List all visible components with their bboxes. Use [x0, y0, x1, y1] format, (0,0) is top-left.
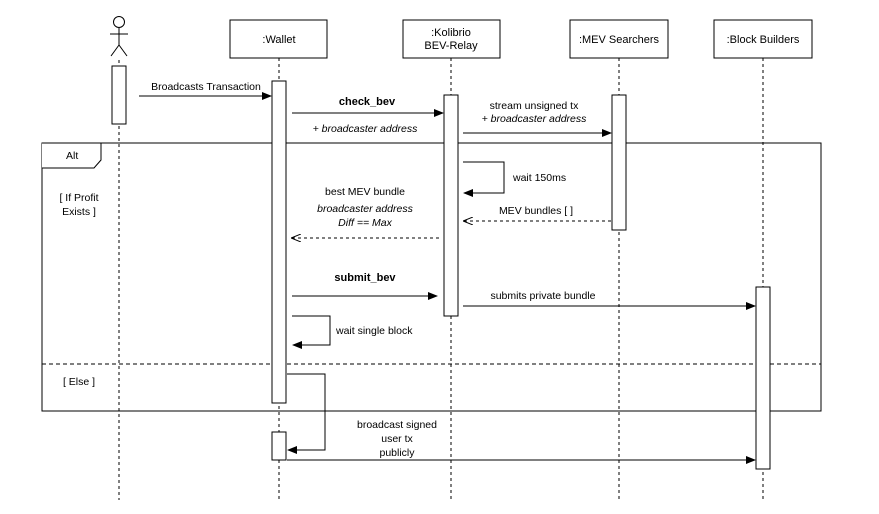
best-bundle-diff-label: Diff == Max — [338, 217, 392, 229]
relay-label-line1: :Kolibrio — [431, 27, 471, 39]
wallet-label: :Wallet — [262, 34, 295, 46]
guard-if-profit-line1: [ If Profit — [59, 192, 98, 204]
wait-150ms-arrow — [463, 161, 505, 197]
best-bundle-label: best MEV bundle — [325, 186, 405, 198]
wallet-activation-final — [271, 431, 287, 461]
check-bev-label: check_bev — [339, 96, 396, 108]
guard-else: [ Else ] — [63, 376, 95, 388]
user-actor-icon — [110, 16, 128, 57]
user-activation — [111, 65, 127, 125]
relay-activation — [443, 94, 459, 317]
wait-single-block-arrow — [292, 315, 331, 349]
broadcast-signed-label-line1: broadcast signed — [357, 419, 437, 431]
mev-bundles-label: MEV bundles [ ] — [499, 205, 573, 217]
relay-label-line2: BEV-Relay — [424, 40, 478, 52]
broadcast-transaction-label: Broadcasts Transaction — [151, 81, 261, 93]
alt-operator-label: Alt — [66, 150, 78, 162]
wait-single-block-label: wait single block — [335, 325, 413, 337]
submits-private-bundle-label: submits private bundle — [490, 290, 595, 302]
submit-bev-label: submit_bev — [334, 272, 396, 284]
check-bev-param-label: + broadcaster address — [313, 123, 419, 135]
broadcast-signed-label-line3: publicly — [379, 447, 415, 459]
builders-activation — [755, 286, 771, 470]
wallet-activation-main — [271, 80, 287, 404]
stream-unsigned-label: stream unsigned tx — [490, 100, 579, 112]
wait-150ms-label: wait 150ms — [512, 172, 566, 184]
searchers-label: :MEV Searchers — [579, 34, 660, 46]
wallet-final-self-call-arrow — [287, 373, 326, 454]
wallet-participant: :Wallet — [229, 19, 328, 59]
stream-broadcaster-label: + broadcaster address — [482, 113, 588, 125]
broadcast-signed-label-line2: user tx — [381, 433, 413, 445]
guard-if-profit-line2: Exists ] — [62, 206, 96, 218]
searchers-participant: :MEV Searchers — [569, 19, 669, 59]
searchers-activation — [611, 94, 627, 231]
best-bundle-address-label: broadcaster address — [317, 203, 413, 215]
builders-label: :Block Builders — [727, 34, 800, 46]
alt-fragment: Alt [ If Profit Exists ] [ Else ] — [41, 142, 822, 412]
relay-participant: :Kolibrio BEV-Relay — [402, 19, 501, 59]
builders-participant: :Block Builders — [713, 19, 813, 59]
